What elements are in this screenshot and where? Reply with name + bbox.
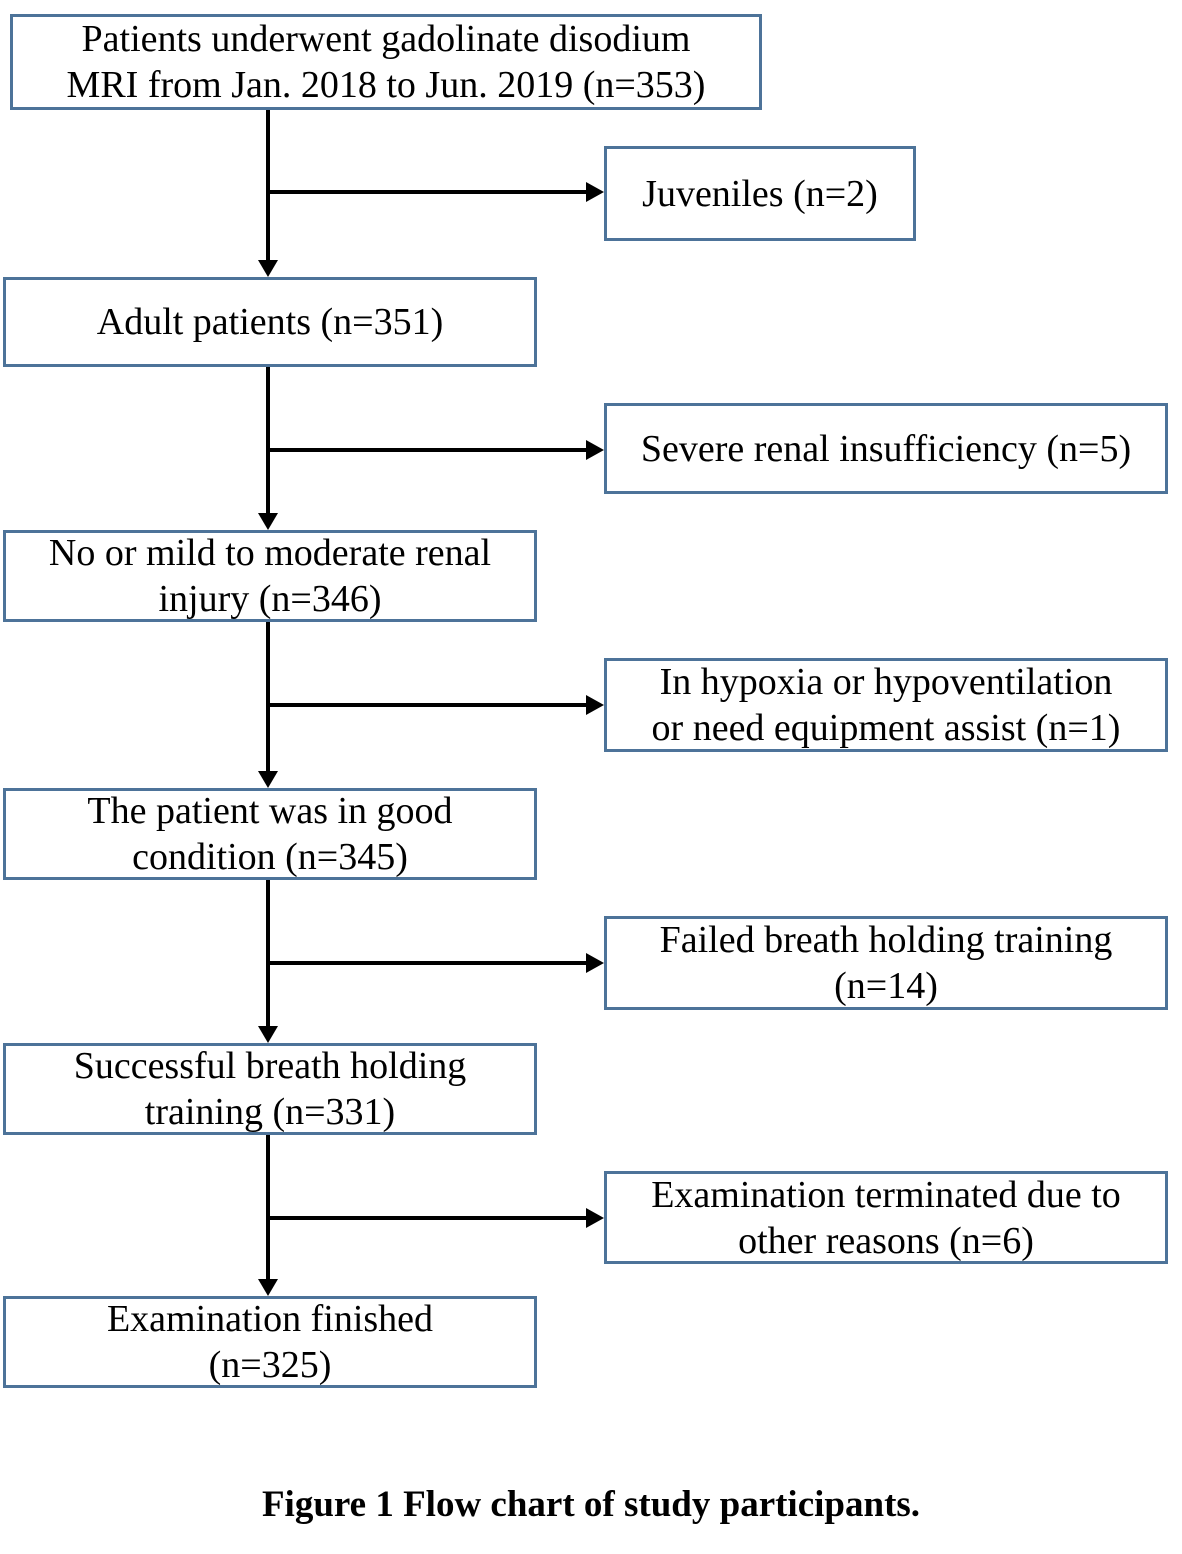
box-text-line: injury (n=346) [158,578,382,620]
flow-arrow-branch-line [268,961,588,965]
arrow-down-icon [258,771,278,788]
box-text-line: Adult patients (n=351) [96,301,444,343]
box-text-line: training (n=331) [144,1091,396,1133]
arrow-right-icon [586,1208,604,1228]
arrow-down-icon [258,260,278,277]
flow-box-juveniles: Juveniles (n=2) [604,146,916,241]
box-text-line: MRI from Jan. 2018 to Jun. 2019 (n=353) [66,64,706,106]
box-text-line: or need equipment assist (n=1) [651,707,1121,749]
box-text-line: Patients underwent gadolinate disodium [81,18,691,60]
flow-box-no-or-mild-renal-injury: No or mild to moderate renal injury (n=3… [3,530,537,622]
flow-box-failed-breath-holding: Failed breath holding training (n=14) [604,916,1168,1010]
arrow-right-icon [586,182,604,202]
flow-box-examination-terminated: Examination terminated due to other reas… [604,1171,1168,1264]
box-text-line: Examination finished [106,1298,434,1340]
flow-arrow-down-line [266,880,270,1028]
box-text-line: The patient was in good [87,790,453,832]
box-text-line: other reasons (n=6) [738,1219,1034,1262]
flow-box-patient-good-condition: The patient was in good condition (n=345… [3,788,537,880]
box-text-line: condition (n=345) [132,836,408,878]
flow-arrow-branch-line [268,703,588,707]
flow-arrow-branch-line [268,448,588,452]
flow-box-severe-renal-insufficiency: Severe renal insufficiency (n=5) [604,403,1168,494]
flow-arrow-down-line [266,622,270,773]
arrow-down-icon [258,1279,278,1296]
flow-arrow-down-line [266,367,270,515]
arrow-right-icon [586,440,604,460]
box-text-line: In hypoxia or hypoventilation [659,661,1113,703]
flow-box-adult-patients: Adult patients (n=351) [3,277,537,367]
arrow-down-icon [258,513,278,530]
box-text-line: Juveniles (n=2) [642,172,878,215]
flow-box-successful-breath-holding: Successful breath holding training (n=33… [3,1043,537,1135]
figure-caption: Figure 1 Flow chart of study participant… [261,1484,921,1525]
box-text-line: (n=325) [208,1344,332,1386]
flow-arrow-branch-line [268,1216,588,1220]
flow-arrow-down-line [266,110,270,262]
flow-box-patients-underwent-mri: Patients underwent gadolinate disodium M… [10,14,762,110]
box-text-line: Failed breath holding training [659,919,1113,961]
arrow-right-icon [586,953,604,973]
flow-box-examination-finished: Examination finished (n=325) [3,1296,537,1388]
flow-box-hypoxia-or-hypoventilation: In hypoxia or hypoventilation or need eq… [604,658,1168,752]
box-text-line: Examination terminated due to [651,1173,1121,1216]
box-text-line: No or mild to moderate renal [48,532,492,574]
box-text-line: (n=14) [834,965,938,1007]
flow-arrow-branch-line [268,190,588,194]
arrow-right-icon [586,695,604,715]
box-text-line: Successful breath holding [73,1045,467,1087]
flow-arrow-down-line [266,1135,270,1281]
box-text-line: Severe renal insufficiency (n=5) [640,427,1132,470]
arrow-down-icon [258,1026,278,1043]
